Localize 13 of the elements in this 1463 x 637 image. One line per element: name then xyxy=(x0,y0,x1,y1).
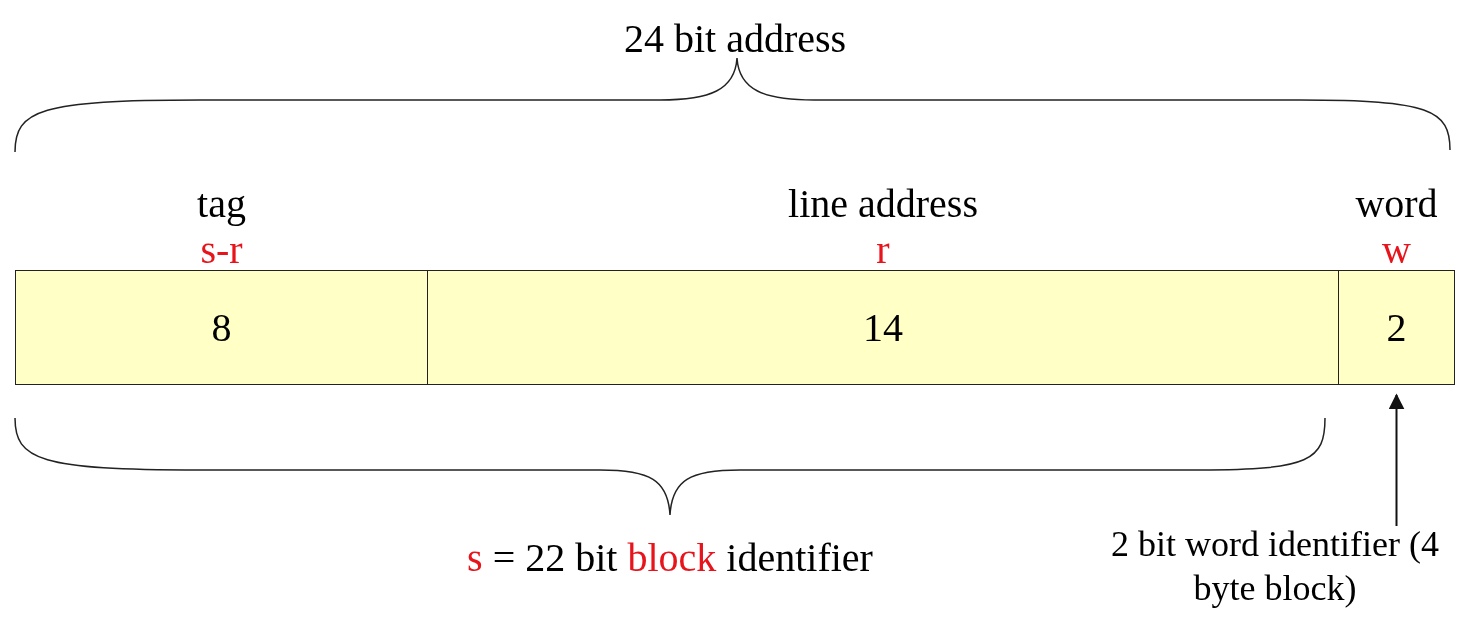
field-name: word xyxy=(1355,181,1438,227)
arrow xyxy=(1388,393,1405,527)
field-name: line address xyxy=(788,181,978,227)
bit-count: 14 xyxy=(863,304,903,351)
bit-count: 2 xyxy=(1386,304,1407,351)
title: 24 bit address xyxy=(622,16,848,62)
field-symbol: r xyxy=(876,227,890,273)
brace-label: s = 22 bit block identifier xyxy=(466,535,874,581)
bit-count: 8 xyxy=(211,304,232,351)
field-name: tag xyxy=(197,181,246,227)
annotation-text: 2 bit word identifier (4 byte block) xyxy=(1100,522,1450,610)
field-symbol: s-r xyxy=(200,227,243,273)
field-symbol: w xyxy=(1382,227,1411,273)
